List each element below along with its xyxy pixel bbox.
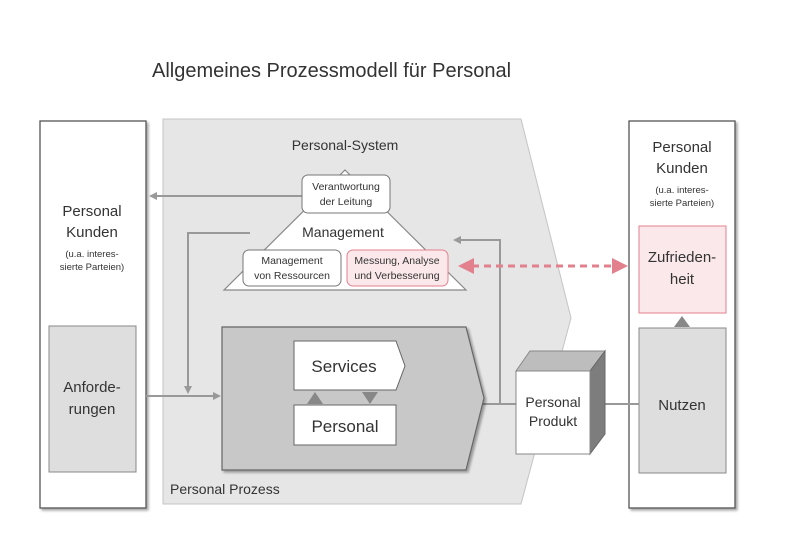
right-customer-note-line1: (u.a. interes-	[655, 185, 708, 196]
left-customer-note-line1: (u.a. interes-	[65, 249, 118, 260]
benefit-label: Nutzen	[658, 397, 706, 414]
measurement-box[interactable]	[346, 249, 449, 287]
services-to-personal-triangle-right	[362, 392, 378, 404]
personal-system-label: Personal-System	[292, 137, 399, 153]
left-customer-title-line2: Kunden	[66, 224, 118, 241]
right-customer-note-line2: sierte Parteien)	[650, 198, 714, 209]
responsibility-box[interactable]	[301, 174, 391, 214]
services-to-personal-triangle-left	[307, 392, 323, 404]
requirements-label-line2: rungen	[69, 401, 116, 418]
product-label-line1: Personal	[525, 394, 580, 410]
right-customer-title-line1: Personal	[652, 139, 711, 156]
satisfaction-label-line2: heit	[670, 271, 695, 288]
right-customer-title-line2: Kunden	[656, 160, 708, 177]
resources-label-line2: von Ressourcen	[254, 270, 330, 282]
personal-box[interactable]	[293, 404, 397, 446]
responsibility-label-line1: Verantwortung	[312, 181, 380, 193]
arrow-feedback-loop-to-process	[184, 232, 250, 394]
product-cube-front	[515, 370, 591, 455]
left-customer-title-line1: Personal	[62, 203, 121, 220]
satisfaction-label-line1: Zufrieden-	[648, 249, 716, 266]
benefit-box	[638, 327, 727, 474]
connector-lines	[146, 192, 639, 405]
services-box[interactable]	[293, 340, 406, 391]
management-label: Management	[302, 224, 384, 240]
responsibility-label-line2: der Leitung	[320, 196, 373, 208]
process-block	[221, 326, 485, 471]
personal-label: Personal	[311, 417, 378, 436]
personal-prozess-label: Personal Prozess	[170, 481, 280, 497]
satisfaction-pointer-triangle	[674, 316, 690, 327]
measurement-label-line2: und Verbesserung	[354, 270, 439, 282]
requirements-box	[48, 325, 137, 473]
product-cube[interactable]	[515, 349, 606, 456]
requirements-label-line1: Anforde-	[63, 379, 121, 396]
resources-box[interactable]	[242, 249, 342, 287]
diagram-title: Allgemeines Prozessmodell für Personal	[152, 60, 511, 82]
satisfaction-box	[638, 225, 727, 314]
measurement-label-line1: Messung, Analyse	[354, 255, 439, 267]
product-label-line2: Produkt	[529, 413, 577, 429]
arrow-product-to-measurement	[453, 236, 501, 404]
pink-dashed-arrow	[458, 258, 628, 274]
left-customer-note-line2: sierte Parteien)	[60, 262, 124, 273]
pink-arrowhead-left	[458, 258, 474, 274]
resources-label-line1: Management	[261, 255, 322, 267]
services-label: Services	[311, 357, 376, 376]
pink-arrowhead-right	[612, 258, 628, 274]
